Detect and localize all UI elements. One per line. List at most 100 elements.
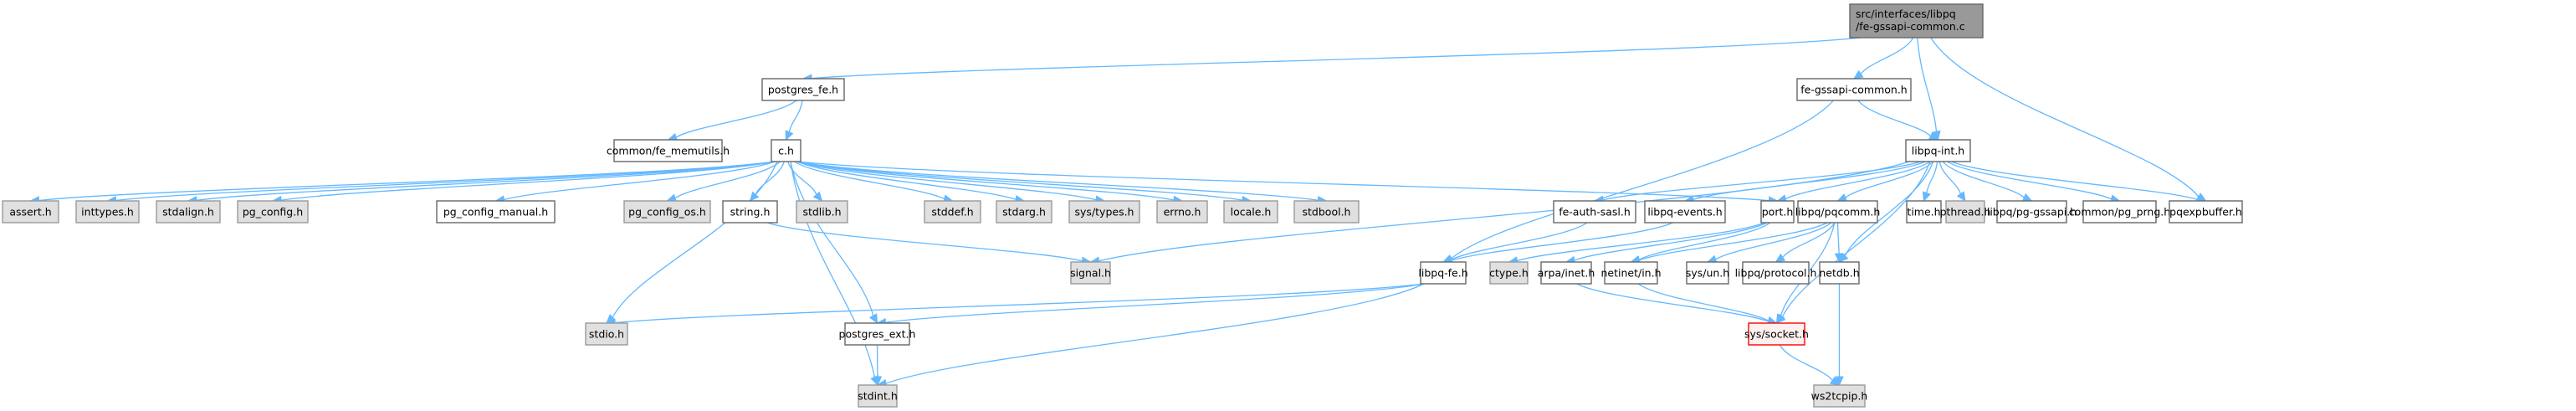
edge-port-to-arpa_inet — [1565, 222, 1768, 265]
node-label: errno.h — [1164, 206, 1201, 218]
edge-line — [1785, 161, 1931, 200]
node-port[interactable]: port.h — [1760, 200, 1795, 223]
node-sys-socket[interactable]: sys/socket.h — [1744, 322, 1809, 346]
node-pqexpbuffer[interactable]: pqexpbuffer.h — [2169, 200, 2243, 223]
node-label: port.h — [1762, 206, 1794, 218]
node-box — [1068, 200, 1140, 223]
edge-line — [1844, 161, 1934, 256]
arrowhead-icon — [1775, 313, 1785, 325]
node-time[interactable]: time.h — [1906, 200, 1942, 223]
edge-line — [1782, 222, 1836, 258]
node-label: inttypes.h — [81, 206, 134, 218]
node-box — [1420, 261, 1467, 285]
node-box — [436, 200, 556, 223]
node-arpa-inet[interactable]: arpa/inet.h — [1538, 261, 1595, 285]
node-stdint[interactable]: stdint.h — [858, 384, 898, 408]
node-label: pg_config_os.h — [628, 206, 706, 218]
node-pg-gssapi[interactable]: libpq/pg-gssapi.h — [1987, 200, 2077, 223]
node-box — [2, 200, 59, 223]
node-string[interactable]: string.h — [722, 200, 778, 223]
node-pg-config-os[interactable]: pg_config_os.h — [623, 200, 711, 223]
arrowhead-icon — [1829, 376, 1841, 386]
node-postgres-fe[interactable]: postgres_fe.h — [761, 78, 845, 101]
node-libpq-fe[interactable]: libpq-fe.h — [1418, 261, 1468, 285]
edge-line — [1517, 222, 1765, 262]
node-box — [1813, 384, 1866, 408]
node-pg-config[interactable]: pg_config.h — [237, 200, 309, 223]
node-box — [1489, 261, 1529, 285]
node-signal[interactable]: signal.h — [1070, 261, 1111, 285]
node-pg-config-manual[interactable]: pg_config_manual.h — [436, 200, 556, 223]
edge-line — [1951, 161, 2198, 201]
node-label: fe-auth-sasl.h — [1559, 206, 1631, 218]
node-label: locale.h — [1231, 206, 1272, 218]
edge-line — [1099, 161, 1910, 262]
node-c-h[interactable]: c.h — [771, 139, 801, 162]
node-stdlib[interactable]: stdlib.h — [796, 200, 848, 223]
node-inttypes[interactable]: inttypes.h — [75, 200, 140, 223]
edge-line — [280, 161, 776, 201]
edge-line — [796, 161, 1319, 201]
edge-netdb-to-ws2tcpip — [1835, 284, 1844, 387]
node-box — [1070, 261, 1111, 285]
edge-c_h-to-errno — [796, 161, 1184, 205]
node-fe-auth-sasl[interactable]: fe-auth-sasl.h — [1553, 200, 1636, 223]
node-stddef[interactable]: stddef.h — [924, 200, 981, 223]
node-libpq-events[interactable]: libpq-events.h — [1644, 200, 1726, 223]
edges-layer — [29, 37, 2207, 388]
node-pthread[interactable]: pthread.h — [1940, 200, 1991, 223]
node-box — [1604, 261, 1658, 285]
node-box — [1819, 261, 1860, 285]
node-label: libpq/pqcomm.h — [1795, 206, 1881, 218]
node-stdbool[interactable]: stdbool.h — [1293, 200, 1360, 223]
node-label: stdbool.h — [1303, 206, 1351, 218]
node-box — [1156, 200, 1208, 223]
node-box — [1945, 200, 1985, 223]
node-box — [996, 200, 1052, 223]
node-stdalign[interactable]: stdalign.h — [156, 200, 221, 223]
node-libpq-int[interactable]: libpq-int.h — [1905, 139, 1971, 162]
node-pqcomm[interactable]: libpq/pqcomm.h — [1795, 200, 1881, 223]
edge-libpq_int-to-pg_gssapi — [1942, 161, 2033, 202]
node-label: postgres_fe.h — [768, 84, 838, 96]
node-protocol[interactable]: libpq/protocol.h — [1735, 261, 1817, 285]
node-label: pg_config.h — [243, 206, 303, 218]
node-stdarg[interactable]: stdarg.h — [996, 200, 1052, 223]
node-ctype[interactable]: ctype.h — [1489, 261, 1529, 285]
node-box — [1686, 261, 1729, 285]
node-assert[interactable]: assert.h — [2, 200, 59, 223]
edge-root-to-fe_gssapi_common_h — [1852, 37, 1914, 80]
node-sys-un[interactable]: sys/un.h — [1686, 261, 1729, 285]
arrowhead-icon — [812, 191, 823, 202]
node-box — [858, 384, 898, 408]
node-label: libpq-events.h — [1647, 206, 1722, 218]
node-netinet-in[interactable]: netinet/in.h — [1600, 261, 1662, 285]
node-label: stdint.h — [858, 390, 898, 403]
edge-pqcomm-to-netdb — [1834, 222, 1844, 264]
node-box — [1223, 200, 1278, 223]
edge-line — [1779, 344, 1833, 381]
node-label: libpq/protocol.h — [1735, 267, 1817, 280]
node-locale[interactable]: locale.h — [1223, 200, 1278, 223]
node-sys-types[interactable]: sys/types.h — [1068, 200, 1140, 223]
node-pg-prng[interactable]: common/pg_prng.h — [2069, 200, 2170, 223]
node-stdio[interactable]: stdio.h — [585, 322, 628, 346]
node-ws2tcpip[interactable]: ws2tcpip.h — [1811, 384, 1868, 408]
arrowhead-icon — [868, 313, 878, 325]
edge-c_h-to-postgres_ext — [790, 161, 878, 325]
node-netdb[interactable]: netdb.h — [1819, 261, 1860, 285]
edge-libpq_int-to-sys_socket — [1775, 161, 1931, 324]
edge-postgres_fe-to-fe_memutils — [667, 100, 797, 141]
arrowhead-icon — [1836, 193, 1848, 202]
node-label: common/pg_prng.h — [2069, 206, 2170, 218]
node-errno[interactable]: errno.h — [1156, 200, 1208, 223]
node-label: stddef.h — [931, 206, 973, 218]
node-fe-memutils[interactable]: common/fe_memutils.h — [607, 139, 730, 162]
arrowhead-icon — [873, 376, 883, 387]
node-fe-gssapi-common-h[interactable]: fe-gssapi-common.h — [1796, 78, 1912, 101]
node-box — [623, 200, 711, 223]
edge-line — [612, 161, 778, 318]
edge-line — [1857, 100, 1931, 137]
node-postgres-ext[interactable]: postgres_ext.h — [839, 322, 916, 346]
